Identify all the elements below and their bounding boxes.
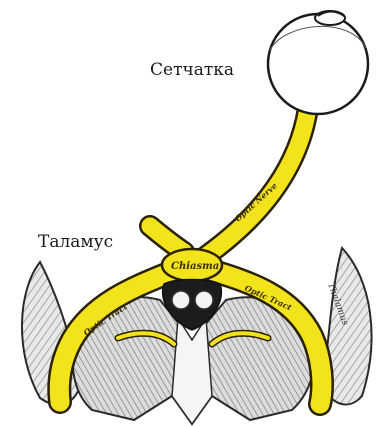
right-mammillary-body: [195, 291, 213, 309]
retina-callout: Сетчатка: [150, 60, 234, 80]
central-cleft: [172, 318, 212, 424]
left-mammillary-body: [172, 291, 190, 309]
chiasma-label: Chiasma: [171, 261, 219, 272]
eyeball: [268, 11, 368, 114]
thalamus-callout: Таламус: [38, 232, 113, 252]
